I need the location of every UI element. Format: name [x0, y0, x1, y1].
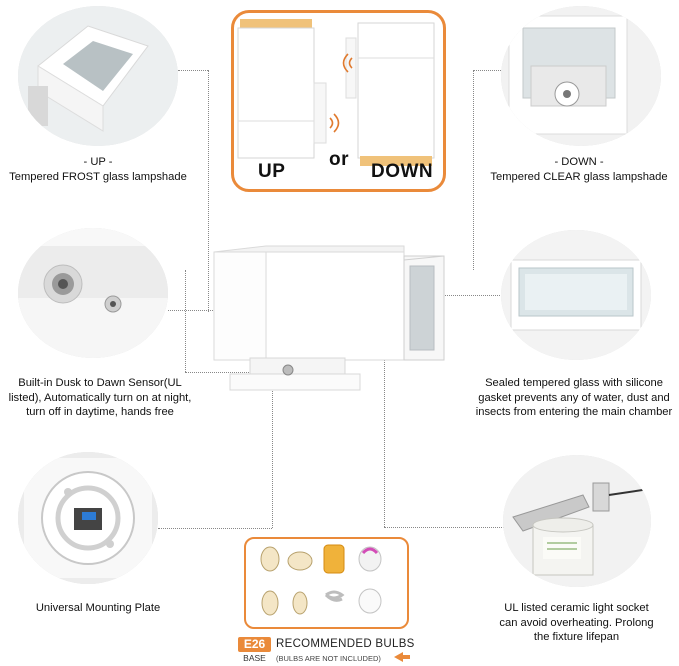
- connector-line: [185, 270, 186, 372]
- gasket-closeup-icon: [501, 230, 651, 360]
- sensor-feature-line3: turn off in daytime, hands free: [26, 406, 174, 418]
- frost-glass-closeup-icon: [18, 6, 178, 146]
- socket-feature-line3: the fixture lifepan: [533, 631, 620, 643]
- connector-line: [384, 527, 504, 528]
- arrow-stem: [402, 655, 410, 659]
- ceramic-socket-icon: [503, 455, 651, 587]
- bulbs-not-included-note: (BULBS ARE NOT INCLUDED): [276, 654, 381, 663]
- connector-line: [384, 355, 385, 527]
- recommended-bulbs-panel: [244, 537, 409, 629]
- connector-line: [168, 310, 215, 311]
- sensor-feature-line1: Built-in Dusk to Dawn Sensor(UL: [18, 377, 182, 389]
- connector-line: [178, 70, 208, 71]
- down-label: DOWN: [371, 161, 434, 182]
- gasket-feature-line2: gasket prevents any of water, dust and: [478, 391, 670, 404]
- clear-glass-closeup-icon: [501, 6, 661, 146]
- gasket-feature-line1: Sealed tempered glass with silicone: [485, 377, 663, 389]
- sensor-feature-caption: Built-in Dusk to Dawn Sensor(UL listed),…: [0, 376, 200, 420]
- up-feature-description: Tempered FROST glass lampshade: [9, 170, 187, 183]
- sensor-closeup-icon: [18, 228, 168, 358]
- up-feature-caption: - UP - Tempered FROST glass lampshade: [0, 155, 196, 184]
- down-feature-description: Tempered CLEAR glass lampshade: [490, 170, 668, 183]
- gasket-feature-caption: Sealed tempered glass with silicone gask…: [469, 376, 679, 420]
- e26-badge: E26: [238, 637, 271, 652]
- connector-line: [185, 372, 285, 373]
- arrow-left-icon: [394, 652, 403, 662]
- down-feature-label: - DOWN -: [554, 156, 604, 168]
- or-label: or: [329, 149, 349, 170]
- connector-line: [440, 295, 502, 296]
- socket-feature-caption: UL listed ceramic light socket can avoid…: [474, 601, 679, 645]
- socket-feature-line1: UL listed ceramic light socket: [504, 602, 649, 614]
- plate-feature-line1: Universal Mounting Plate: [35, 602, 161, 614]
- bulb-icon: [260, 544, 382, 616]
- connector-line: [473, 70, 474, 270]
- main-product-image: [200, 240, 460, 400]
- down-feature-caption: - DOWN - Tempered CLEAR glass lampshade: [479, 155, 679, 184]
- up-down-fixtures-icon: [237, 19, 435, 166]
- up-down-option-panel: UP or DOWN: [231, 10, 446, 192]
- connector-line: [208, 70, 209, 312]
- connector-line: [272, 388, 273, 528]
- sensor-feature-line2: listed), Automatically turn on at night,: [8, 391, 192, 404]
- socket-feature-line2: can avoid overheating. Prolong: [499, 616, 654, 629]
- recommended-bulbs-title: RECOMMENDED BULBS: [276, 638, 415, 650]
- connector-line: [473, 70, 501, 71]
- mounting-plate-icon: [18, 452, 158, 584]
- plate-feature-caption: Universal Mounting Plate: [0, 601, 196, 616]
- base-label: BASE: [243, 653, 266, 663]
- gasket-feature-line3: insects from entering the main chamber: [475, 406, 673, 418]
- connector-line: [158, 528, 272, 529]
- up-label: UP: [258, 161, 286, 182]
- up-feature-label: - UP -: [83, 156, 113, 168]
